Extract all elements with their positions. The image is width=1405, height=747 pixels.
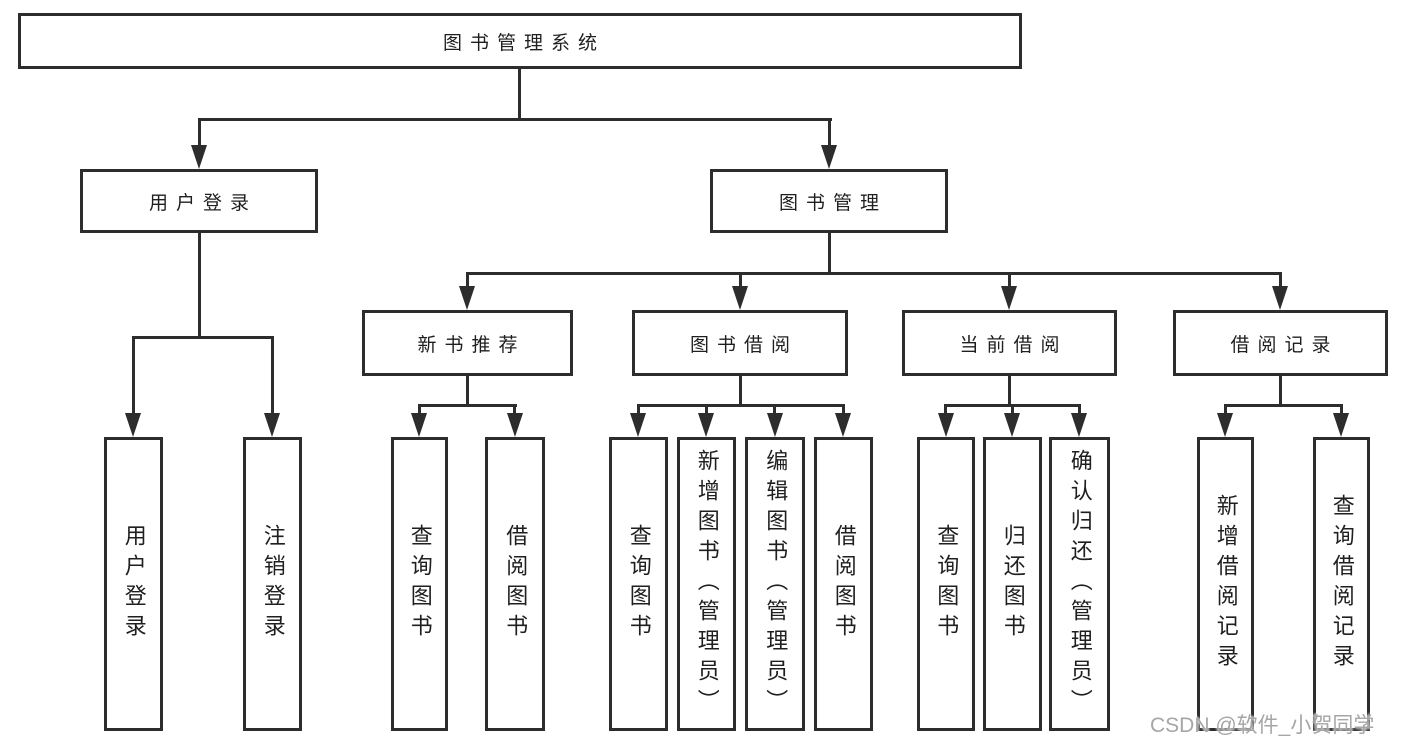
arrow-down-icon — [767, 413, 783, 437]
connector-line — [1279, 376, 1282, 406]
connector-line — [466, 272, 1282, 275]
leaf-return-book: 归还图书 — [983, 437, 1042, 731]
arrow-down-icon — [507, 413, 523, 437]
arrow-down-icon — [938, 413, 954, 437]
arrow-down-icon — [411, 413, 427, 437]
node-label: 借阅图书 — [503, 524, 529, 644]
arrow-down-icon — [1333, 413, 1349, 437]
connector-line — [1008, 376, 1011, 406]
leaf-add-book-admin: 新增图书（管理员） — [677, 437, 736, 731]
leaf-query-books-borrow: 查询图书 — [609, 437, 668, 731]
connector-line — [828, 233, 831, 275]
connector-line — [198, 233, 201, 339]
connector-line — [944, 404, 947, 416]
arrow-down-icon — [1272, 286, 1288, 310]
leaf-query-borrow-record: 查询借阅记录 — [1313, 437, 1370, 731]
arrow-down-icon — [1071, 413, 1087, 437]
node-label: 当前借阅 — [959, 334, 1068, 356]
node-label: 确认归还（管理员） — [1067, 449, 1093, 719]
connector-line — [1011, 404, 1014, 416]
connector-line — [1224, 404, 1227, 416]
connector-line — [842, 404, 845, 416]
arrow-down-icon — [125, 413, 141, 437]
node-user-login: 用户登录 — [80, 169, 318, 233]
leaf-confirm-return-admin: 确认归还（管理员） — [1049, 437, 1110, 731]
connector-line — [1078, 404, 1081, 416]
node-new-book-recommendation: 新书推荐 — [362, 310, 573, 376]
node-book-management: 图书管理 — [710, 169, 948, 233]
leaf-user-login: 用户登录 — [104, 437, 163, 731]
connector-line — [1008, 272, 1011, 288]
leaf-borrow-books-recommend: 借阅图书 — [485, 437, 545, 731]
connector-line — [828, 118, 831, 148]
connector-line — [198, 118, 832, 121]
leaf-add-borrow-record: 新增借阅记录 — [1197, 437, 1254, 731]
node-label: 查询借阅记录 — [1329, 494, 1355, 674]
node-label: 注销登录 — [260, 524, 286, 644]
node-label: 查询图书 — [626, 524, 652, 644]
arrow-down-icon — [459, 286, 475, 310]
arrow-down-icon — [698, 413, 714, 437]
node-label: 图书管理系统 — [442, 32, 605, 54]
node-label: 新增图书（管理员） — [694, 449, 720, 719]
connector-line — [132, 336, 135, 416]
node-label: 借阅图书 — [831, 524, 857, 644]
node-label: 新书推荐 — [417, 334, 526, 356]
arrow-down-icon — [630, 413, 646, 437]
leaf-logout: 注销登录 — [243, 437, 302, 731]
connector-line — [271, 336, 274, 416]
connector-line — [739, 376, 742, 406]
arrow-down-icon — [821, 145, 837, 169]
connector-line — [705, 404, 708, 416]
node-label: 查询图书 — [934, 524, 960, 644]
connector-line — [1279, 272, 1282, 288]
node-label: 图书借阅 — [689, 334, 798, 356]
connector-line — [637, 404, 640, 416]
node-label: 归还图书 — [1000, 524, 1026, 644]
connector-line — [637, 404, 845, 407]
connector-line — [518, 69, 521, 121]
connector-line — [418, 404, 517, 407]
connector-line — [466, 376, 469, 406]
connector-line — [513, 404, 516, 416]
node-label: 新增借阅记录 — [1213, 494, 1239, 674]
connector-line — [1340, 404, 1343, 416]
connector-line — [739, 272, 742, 288]
node-label: 借阅记录 — [1230, 334, 1339, 356]
node-label: 用户登录 — [121, 524, 147, 644]
node-borrowing-records: 借阅记录 — [1173, 310, 1388, 376]
leaf-query-books-recommend: 查询图书 — [391, 437, 448, 731]
connector-line — [773, 404, 776, 416]
node-label: 用户登录 — [148, 192, 257, 214]
leaf-edit-book-admin: 编辑图书（管理员） — [745, 437, 805, 731]
node-library-management-system: 图书管理系统 — [18, 13, 1022, 69]
node-book-borrowing: 图书借阅 — [632, 310, 848, 376]
node-label: 查询图书 — [407, 524, 433, 644]
node-current-borrowing: 当前借阅 — [902, 310, 1117, 376]
node-label: 编辑图书（管理员） — [763, 449, 789, 719]
connector-line — [418, 404, 421, 416]
arrow-down-icon — [835, 413, 851, 437]
node-label: 图书管理 — [778, 192, 887, 214]
arrow-down-icon — [264, 413, 280, 437]
arrow-down-icon — [1004, 413, 1020, 437]
connector-line — [198, 118, 201, 148]
leaf-borrow-books-borrow: 借阅图书 — [814, 437, 873, 731]
arrow-down-icon — [732, 286, 748, 310]
connector-line — [466, 272, 469, 288]
connector-line — [132, 336, 274, 339]
arrow-down-icon — [191, 145, 207, 169]
connector-line — [1224, 404, 1343, 407]
arrow-down-icon — [1217, 413, 1233, 437]
leaf-query-books-current: 查询图书 — [917, 437, 975, 731]
arrow-down-icon — [1001, 286, 1017, 310]
watermark: CSDN @软件_小贺同学 — [1150, 714, 1375, 737]
